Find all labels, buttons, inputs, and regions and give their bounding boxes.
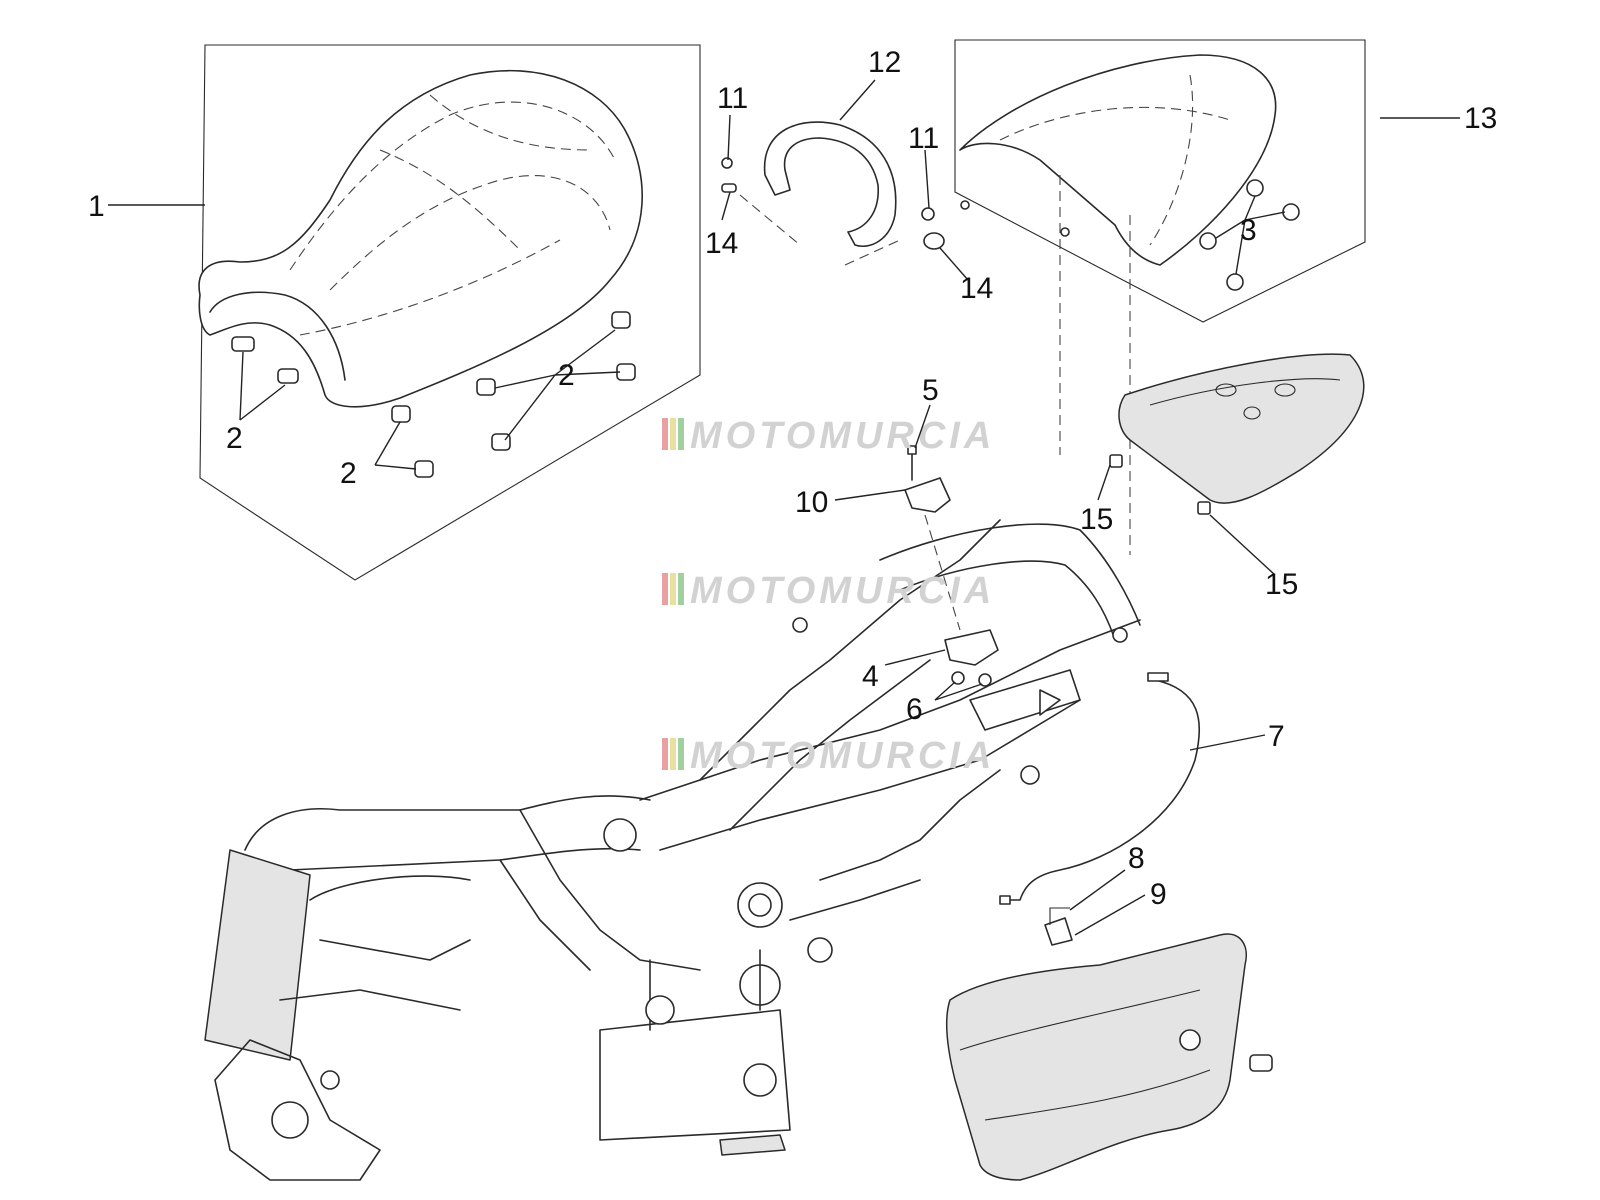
- callout-9: 9: [1150, 878, 1167, 911]
- seat-fasteners: [231, 311, 636, 478]
- callout-7: 7: [1268, 720, 1285, 753]
- callout-2b: 2: [558, 359, 575, 392]
- callout-3: 3: [1240, 214, 1257, 247]
- seat-release-cable: [999, 672, 1201, 905]
- callout-15a: 15: [1080, 503, 1113, 536]
- callout-11a: 11: [717, 82, 748, 115]
- side-cover: [945, 907, 1273, 1181]
- callout-14a: 14: [705, 227, 738, 260]
- callout-2a: 2: [226, 422, 243, 455]
- callout-labels: 1 2 2 2 3 4 5 6 7 8 9 10 11 11 12 13 14 …: [88, 46, 1497, 911]
- main-frame: [204, 519, 1141, 1181]
- callout-6: 6: [906, 693, 923, 726]
- watermark-stripes: [662, 418, 684, 770]
- watermark: MOTOMURCIA MOTOMURCIA MOTOMURCIA: [662, 415, 995, 777]
- callout-13: 13: [1464, 102, 1497, 135]
- seat-base-tray: [1109, 353, 1365, 515]
- rider-seat-group: [198, 44, 701, 581]
- callout-12: 12: [868, 46, 901, 79]
- callout-1: 1: [88, 190, 105, 223]
- watermark-text-1: MOTOMURCIA: [690, 415, 995, 457]
- callout-2c: 2: [340, 457, 357, 490]
- seat-lock-assembly: [904, 445, 999, 687]
- leader-lines: [108, 79, 1460, 936]
- grab-handle: [721, 121, 945, 266]
- callout-5: 5: [922, 374, 939, 407]
- callout-14b: 14: [960, 272, 993, 305]
- callout-15b: 15: [1265, 568, 1298, 601]
- watermark-text-3: MOTOMURCIA: [690, 735, 995, 777]
- callout-4: 4: [862, 660, 879, 693]
- passenger-seat-group: [954, 39, 1366, 555]
- callout-8: 8: [1128, 842, 1145, 875]
- callout-10: 10: [795, 486, 828, 519]
- callout-11b: 11: [908, 122, 939, 155]
- watermark-text-2: MOTOMURCIA: [690, 570, 995, 612]
